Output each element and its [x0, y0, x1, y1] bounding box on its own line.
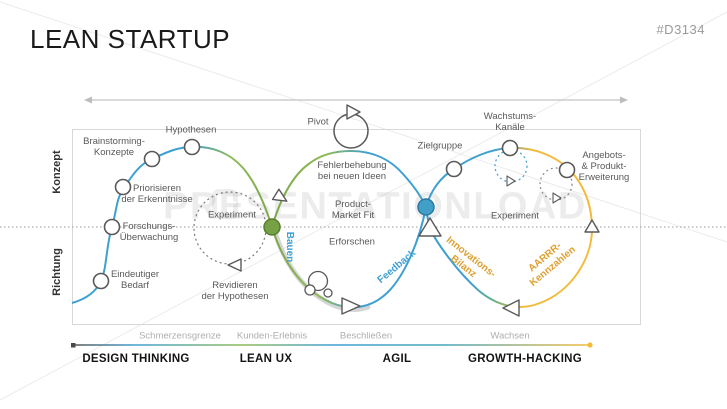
- watermark-diagonal-line: [0, 1, 727, 243]
- stage-beschliessen: Beschließen: [339, 330, 393, 342]
- node-bauen-crossing: [263, 218, 281, 236]
- stage-wachsen: Wachsen: [490, 330, 530, 342]
- node-priorisieren: [114, 178, 132, 196]
- node-angebots-erweiterung: [558, 161, 576, 179]
- node-eindeutiger-bedarf: [92, 272, 110, 290]
- axis-label-konzept: Konzept: [51, 150, 63, 194]
- node-feedback-crossing: [417, 198, 435, 216]
- node-brainstorming: [143, 150, 161, 168]
- flow-arrow-icon: [271, 188, 288, 202]
- phase-axis: [71, 342, 593, 348]
- phase-agil: AGIL: [382, 353, 412, 365]
- experiment-mini-loop-blue: [494, 149, 528, 183]
- axis-label-richtung: Richtung: [51, 248, 63, 296]
- growth-loop-top-curve: [425, 146, 593, 230]
- axis-start-marker: [71, 343, 76, 348]
- template-code: #D3134: [656, 22, 705, 37]
- node-zielgruppe: [445, 160, 463, 178]
- presentationload-logo-icon: [212, 189, 238, 219]
- mini-flow-arrows: [506, 175, 562, 204]
- watermark-diagonal-line: [0, 11, 727, 401]
- bubbles-icon: [304, 270, 333, 298]
- axis-end-marker: [587, 342, 593, 348]
- phase-design-thinking: DESIGN THINKING: [82, 353, 190, 365]
- label-bauen: Bauen: [283, 231, 295, 263]
- milestone-nodes: [92, 138, 576, 290]
- crossing-arrow-icon: [418, 217, 442, 237]
- experiment-loop-left: [193, 191, 267, 265]
- flow-arrows: [227, 188, 600, 317]
- experiment-mini-loop-gray: [539, 167, 573, 201]
- page-title: LEAN STARTUP: [30, 24, 231, 54]
- flow-arrow-icon: [341, 297, 361, 315]
- top-span-arrow: [84, 96, 628, 104]
- pivot-loop-icon: [333, 104, 369, 149]
- watermark-text: PRESENTATIONLOAD: [163, 185, 587, 228]
- pivot-arc-curve: [271, 149, 427, 228]
- stage-schmerzensgrenze: Schmerzensgrenze: [139, 330, 221, 342]
- phase-growth-hacking: GROWTH-HACKING: [467, 353, 583, 365]
- flow-arrow-icon: [227, 258, 242, 272]
- node-forschungs-ueberwachung: [103, 218, 121, 236]
- node-wachstums-kanaele: [501, 139, 519, 157]
- stage-kunden-erlebnis: Kunden-Erlebnis: [236, 330, 308, 342]
- flow-arrow-icon: [502, 299, 520, 317]
- flow-arrow-icon: [506, 175, 516, 187]
- flow-arrow-icon: [552, 192, 562, 204]
- crossing-arrow-icon: [584, 219, 600, 233]
- phase-lean-ux: LEAN UX: [239, 353, 293, 365]
- node-hypothesen: [183, 138, 201, 156]
